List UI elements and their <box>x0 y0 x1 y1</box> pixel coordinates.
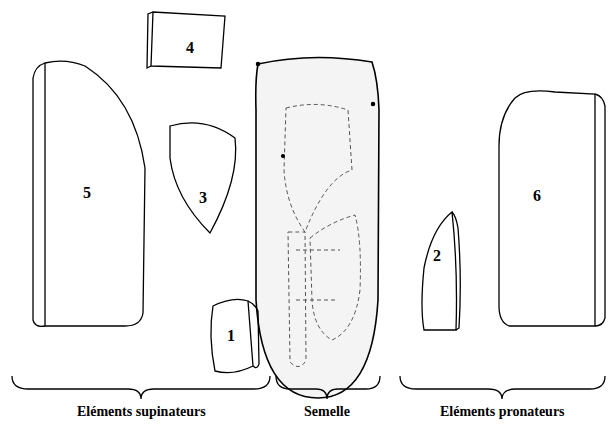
callout-number: 1 <box>227 328 235 344</box>
callout-number: 5 <box>83 185 91 201</box>
insert-piece: 2 <box>412 208 464 338</box>
group-brace <box>400 376 605 399</box>
sole-dashed-zones <box>284 104 360 366</box>
callout-number: 4 <box>186 40 194 56</box>
callout-number: 3 <box>199 190 207 206</box>
piece-outline <box>495 86 609 334</box>
group-label: Eléments pronateurs <box>440 404 565 419</box>
insert-piece: 1 <box>203 296 265 378</box>
piece-outline <box>25 58 160 333</box>
sole-outline <box>256 57 379 398</box>
group-label: Eléments supinateurs <box>77 404 206 419</box>
group-label: Semelle <box>304 404 350 419</box>
callout-number: 2 <box>433 248 441 264</box>
insert-piece: 5 <box>25 58 160 333</box>
piece-outline <box>412 208 464 338</box>
group-brace <box>12 376 270 399</box>
callout-number: 6 <box>533 188 541 204</box>
group-brace <box>276 376 380 399</box>
insert-piece: 3 <box>165 118 245 238</box>
insert-piece: 6 <box>495 86 609 334</box>
piece-outline <box>165 118 245 238</box>
insert-piece: 4 <box>145 10 230 72</box>
